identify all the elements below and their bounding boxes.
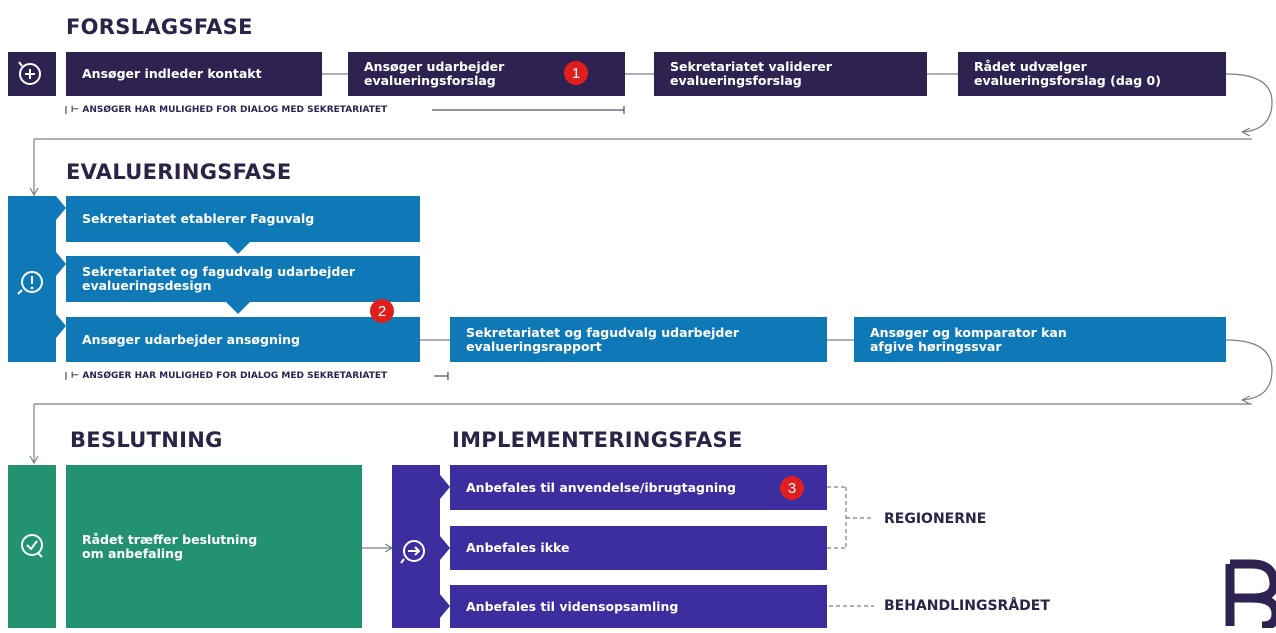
badge-1: 1 — [564, 61, 588, 85]
forslag-step-3: Sekretariatet validerer evalueringsforsl… — [654, 52, 927, 96]
arrow-circle-icon — [400, 540, 425, 564]
target-regionerne: REGIONERNE — [884, 511, 987, 527]
implementering-step-2: Anbefales ikke — [450, 526, 827, 570]
dashed-connectors — [827, 486, 874, 607]
evaluering-notches — [56, 196, 66, 338]
check-circle-icon — [21, 534, 43, 558]
badge-3: 3 — [780, 476, 804, 500]
dialog-note-forslag-text: ANSØGER HAR MULIGHED FOR DIALOG MED SEKR… — [82, 105, 388, 115]
phase-title-beslutning: BESLUTNING — [70, 428, 223, 452]
down-notch-2 — [226, 302, 250, 314]
forslag-side-bar — [8, 52, 72, 96]
implementering-notches — [440, 475, 450, 618]
evaluering-step-1: Sekretariatet etablerer Faguvalg — [66, 196, 420, 242]
logo-b-icon — [1225, 559, 1276, 628]
phase-title-evaluering: EVALUERINGSFASE — [66, 160, 292, 184]
forslag-step-4: Rådet udvælger evalueringsforslag (dag 0… — [958, 52, 1226, 96]
phase-title-forslag: FORSLAGSFASE — [66, 15, 253, 39]
target-behandlingsraadet: BEHANDLINGSRÅDET — [884, 598, 1050, 614]
forslag-step-1: Ansøger indleder kontakt — [66, 52, 322, 96]
dialog-note-forslag: ⊢ ANSØGER HAR MULIGHED FOR DIALOG MED SE… — [71, 105, 388, 115]
row2-connectors — [29, 339, 1273, 465]
row1-connectors — [29, 73, 1273, 197]
dialog-note-evaluering-text: ANSØGER HAR MULIGHED FOR DIALOG MED SEKR… — [82, 371, 388, 381]
down-notch-1 — [226, 242, 250, 254]
evaluering-step-2: Sekretariatet og fagudvalg udarbejder ev… — [66, 256, 420, 302]
plus-circle-icon — [18, 61, 72, 85]
implementering-step-3: Anbefales til vidensopsamling — [450, 585, 827, 628]
dialog-lines — [65, 106, 625, 380]
implementering-step-1: Anbefales til anvendelse/ibrugtagning — [450, 465, 827, 510]
row3-connectors — [362, 543, 394, 553]
beslutning-step: Rådet træffer beslutning om anbefaling — [66, 465, 362, 628]
evaluering-step-4: Sekretariatet og fagudvalg udarbejder ev… — [450, 317, 827, 362]
phase-title-implementering: IMPLEMENTERINGSFASE — [452, 428, 743, 452]
implementering-side-bar — [392, 465, 440, 628]
evaluering-step-3: Ansøger udarbejder ansøgning — [66, 317, 420, 362]
evaluering-side-bar — [8, 196, 56, 362]
badge-2: 2 — [370, 299, 394, 323]
exclamation-circle-icon — [17, 271, 43, 295]
evaluering-step-5: Ansøger og komparator kan afgive hørings… — [854, 317, 1226, 362]
dialog-note-evaluering: ⊢ ANSØGER HAR MULIGHED FOR DIALOG MED SE… — [71, 371, 388, 381]
beslutning-side-bar — [8, 465, 56, 628]
